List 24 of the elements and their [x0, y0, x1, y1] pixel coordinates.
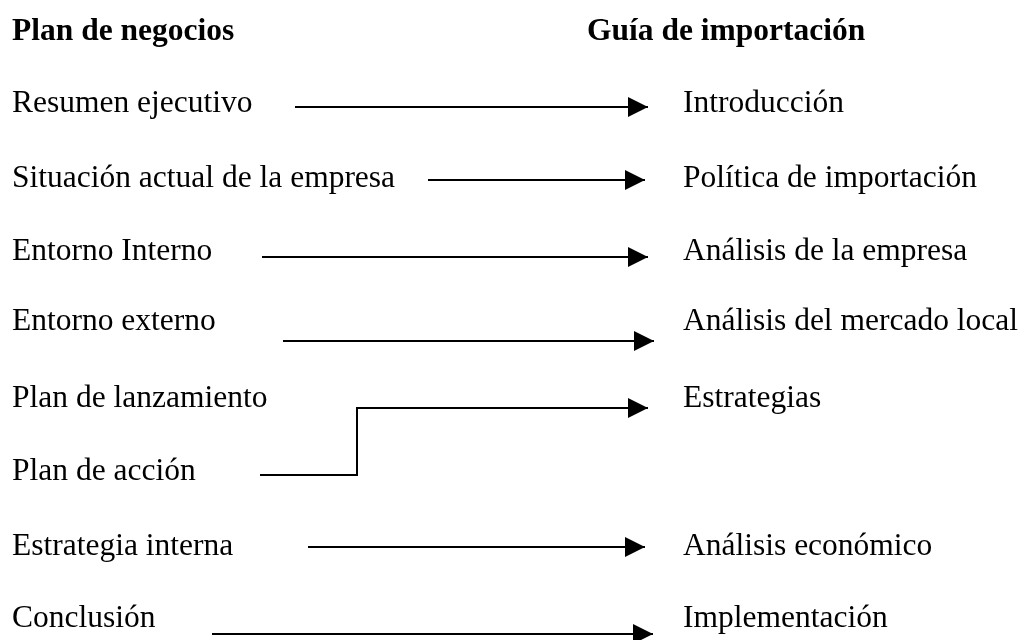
item-text: Plan de lanzamiento — [12, 379, 268, 415]
node-text: Análisis económico — [645, 527, 933, 563]
node-text: Plan de acción — [12, 452, 260, 488]
node-text: Análisis de la empresa — [648, 232, 968, 268]
arrow — [282, 331, 655, 351]
node-text: Entorno Interno — [12, 232, 262, 268]
node-text: Implementación — [653, 599, 888, 635]
column-heading: Guía de importación — [587, 12, 866, 48]
node-text: Introducción — [648, 84, 844, 120]
arrow — [261, 247, 649, 267]
node-text: Análisis del mercado local — [654, 302, 1018, 338]
arrow — [259, 398, 649, 476]
node-text: Estrategia interna — [12, 527, 308, 563]
node-text: Situación actual de la empresa — [12, 159, 428, 195]
node-text: Resumen ejecutivo — [12, 84, 295, 120]
arrow — [211, 624, 654, 640]
arrow — [427, 170, 646, 190]
arrow — [307, 537, 646, 557]
arrow — [294, 97, 649, 117]
node-text: Estrategias — [648, 379, 822, 415]
node-text: Política de importación — [645, 159, 977, 195]
node-text: Conclusión — [12, 599, 212, 635]
column-heading: Plan de negocios — [12, 12, 235, 48]
node-text: Entorno externo — [12, 302, 283, 338]
